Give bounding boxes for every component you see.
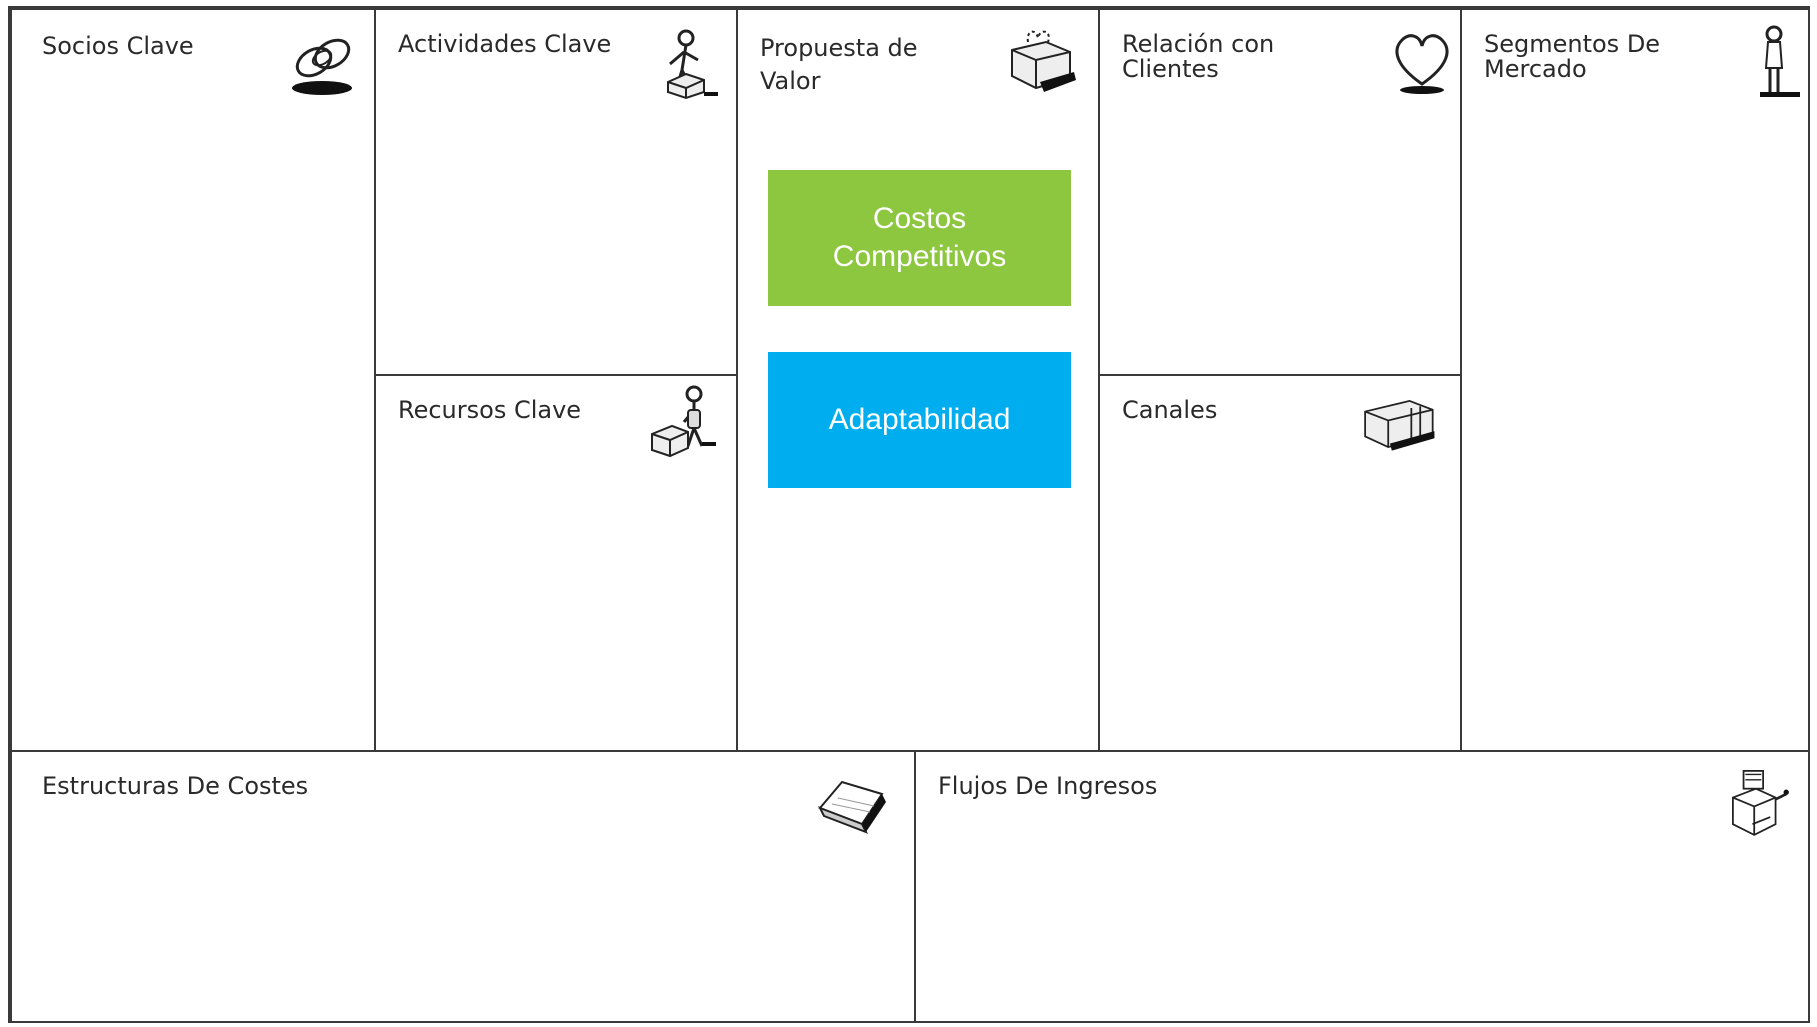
block-title: Recursos Clave <box>398 396 582 424</box>
block-socios-clave: Socios Clave <box>10 8 376 754</box>
block-title: Flujos De Ingresos <box>938 772 1158 800</box>
block-title: Segmentos De Mercado <box>1484 30 1661 83</box>
block-title: Socios Clave <box>42 32 194 60</box>
gift-icon <box>1011 30 1076 92</box>
block-title: Actividades Clave <box>398 30 612 58</box>
block-flujos-de-ingresos: Flujos De Ingresos <box>914 750 1810 1023</box>
block-title: Estructuras De Costes <box>42 772 309 800</box>
worker-with-box-icon <box>651 385 716 458</box>
heart-icon <box>1395 34 1449 94</box>
block-segmentos-de-mercado: Segmentos De Mercado <box>1460 8 1810 754</box>
note-adaptabilidad: Adaptabilidad <box>768 352 1071 488</box>
block-canales: Canales <box>1098 374 1464 754</box>
block-recursos-clave: Recursos Clave <box>374 374 740 754</box>
price-tag-icon <box>817 780 886 834</box>
block-title: Propuesta de Valor <box>760 34 918 95</box>
chain-link-icon <box>292 38 352 95</box>
person-icon <box>1760 25 1800 97</box>
block-relacion-con-clientes: Relación con Clientes <box>1098 8 1464 378</box>
truck-icon <box>1364 399 1435 451</box>
block-actividades-clave: Actividades Clave <box>374 8 740 378</box>
block-title: Canales <box>1122 396 1218 424</box>
block-title: Relación con Clientes <box>1122 30 1275 83</box>
cash-register-icon <box>1732 770 1789 836</box>
note-costos-competitivos: Costos Competitivos <box>768 170 1071 306</box>
block-estructuras-de-costes: Estructuras De Costes <box>10 750 918 1023</box>
worker-icon <box>667 29 718 100</box>
